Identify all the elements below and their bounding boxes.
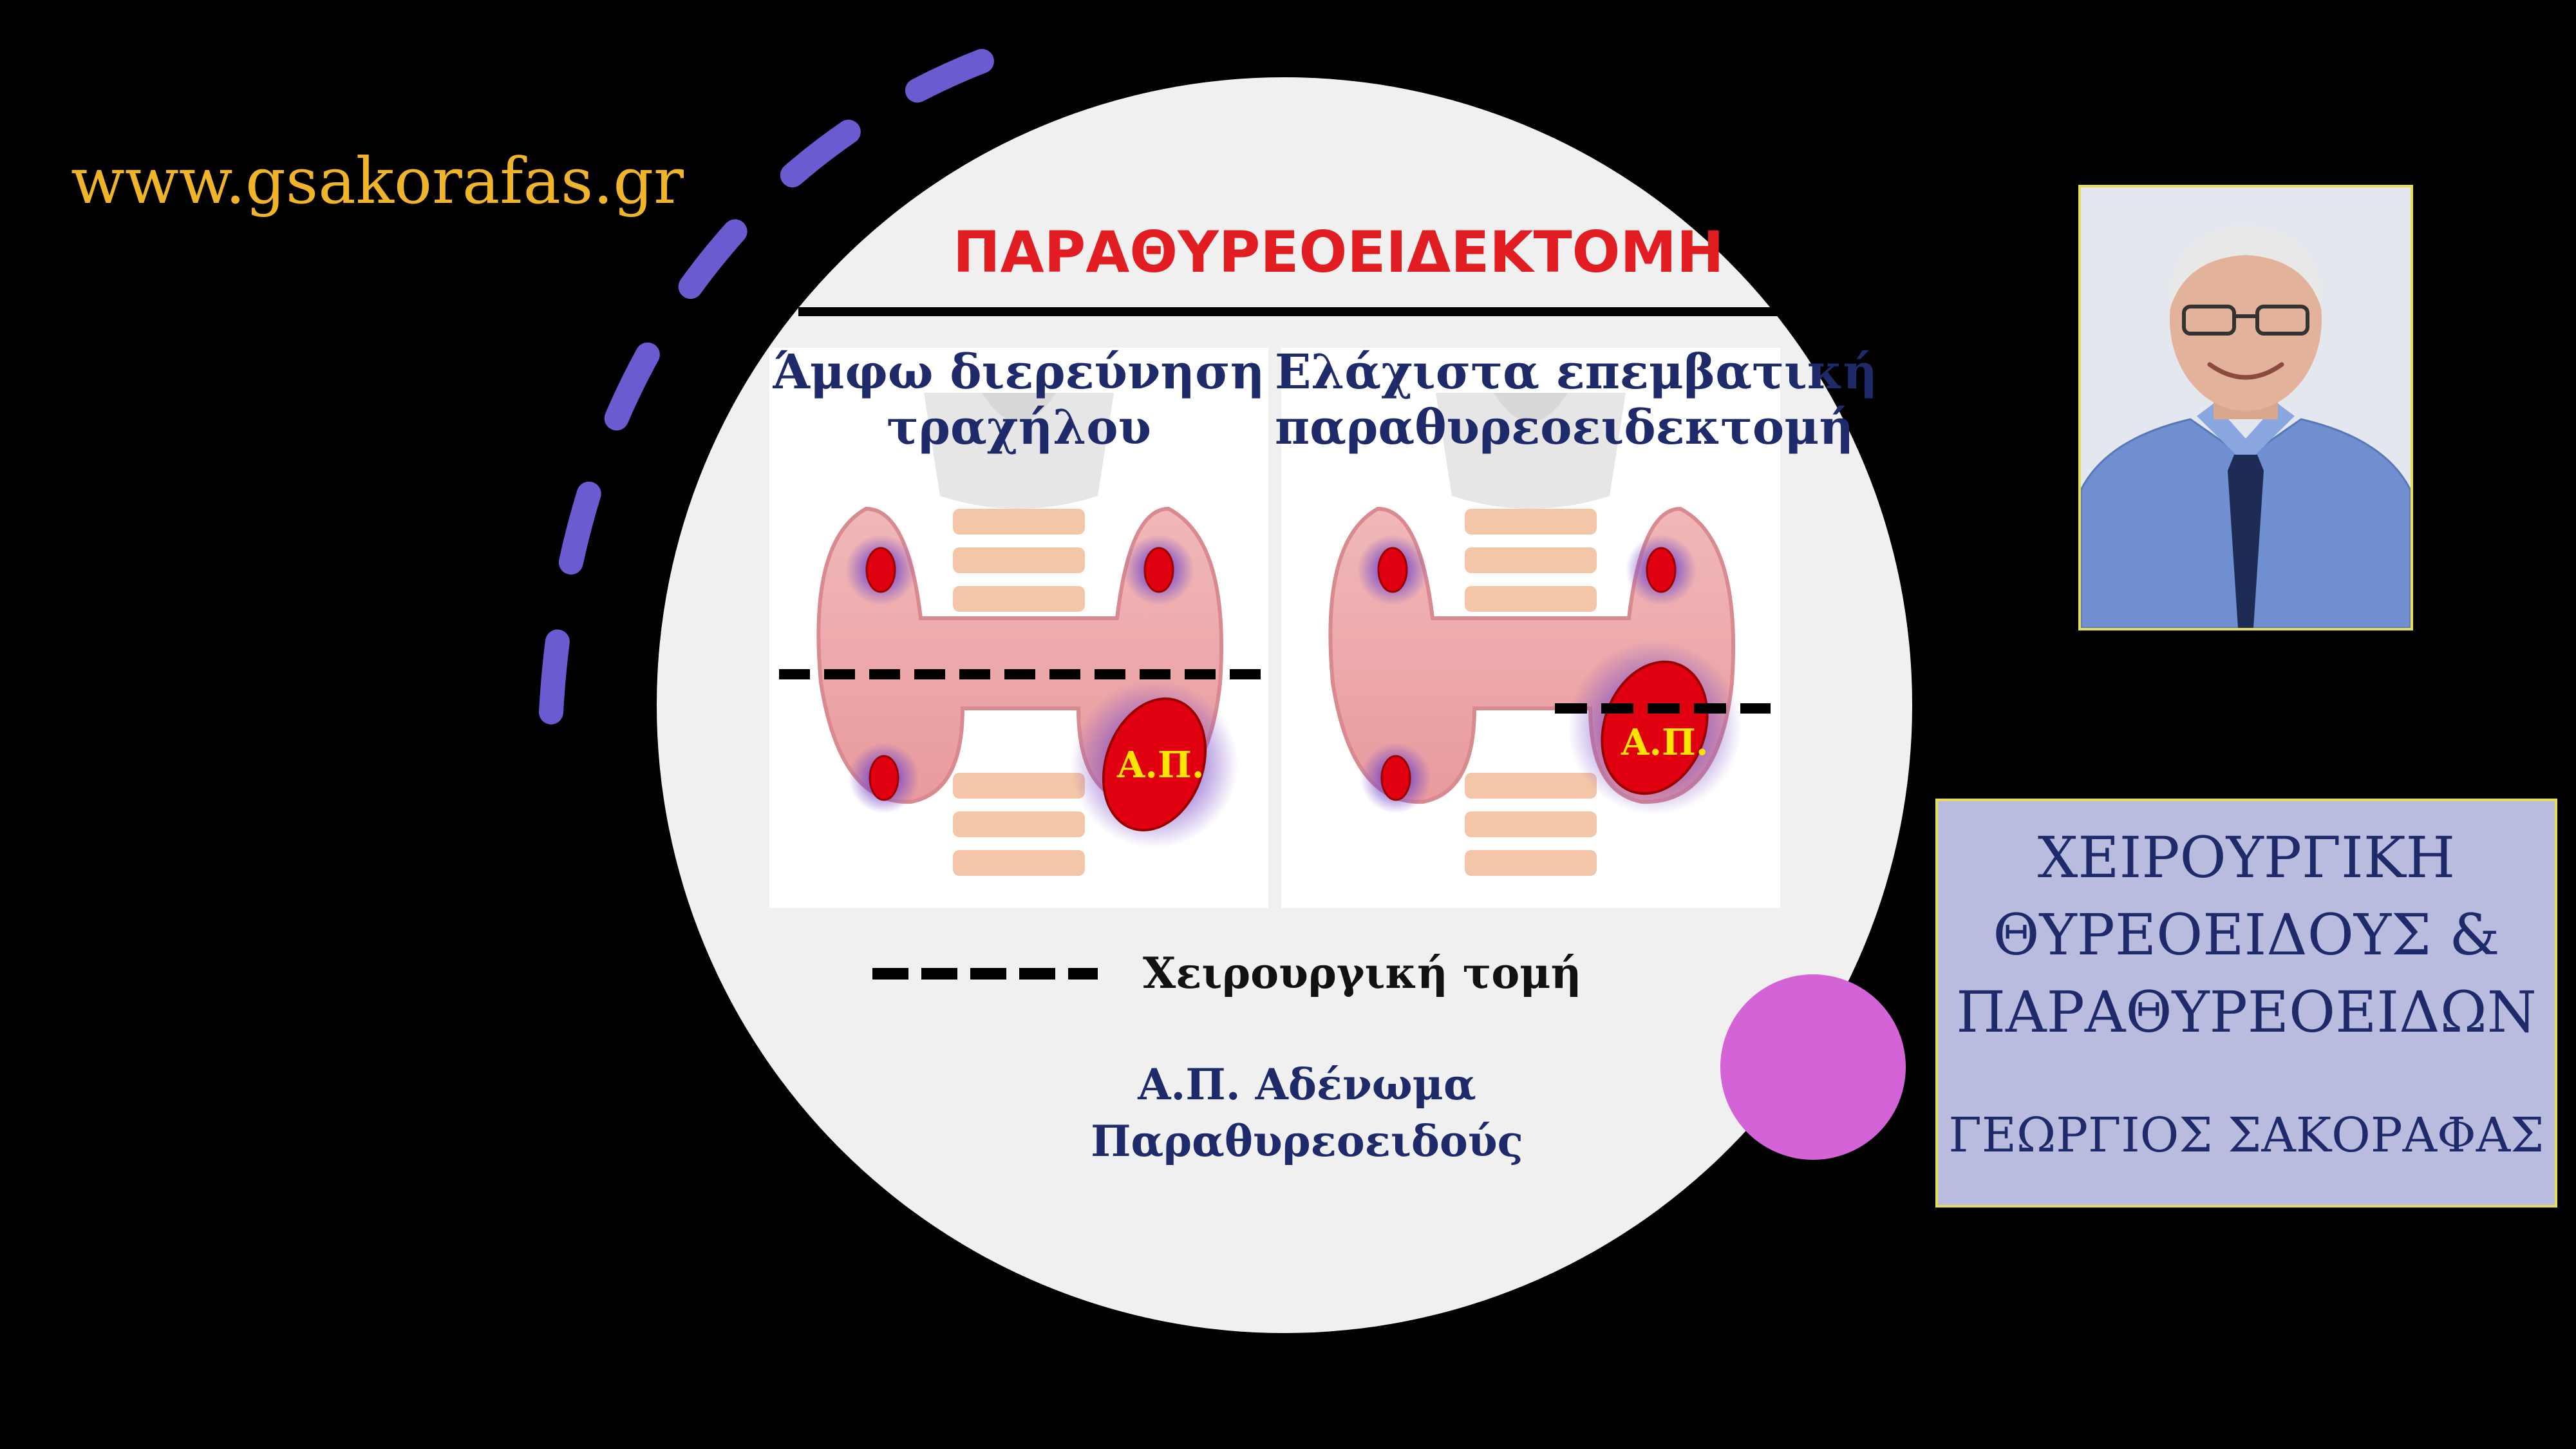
legend-dashed-line-icon xyxy=(872,968,1098,980)
adenoma-label-right: Α.Π. xyxy=(1621,721,1709,764)
heading-minimally-invasive: Ελάχιστα επεμβατική παραθυρεοειδεκτομή xyxy=(1275,345,1878,455)
thyroid-illustration-left xyxy=(734,348,1304,908)
legend-label: Χειρουργική τομή xyxy=(1143,948,1582,998)
author-photo xyxy=(2078,185,2413,630)
author-name: ΓΕΩΡΓΙΟΣ ΣΑΚΟΡΑΦΑΣ xyxy=(1948,1108,2544,1163)
course-title-line1: ΧΕΙΡΟΥΡΓΙΚΗ xyxy=(2037,824,2456,891)
heading-right-line1: Ελάχιστα επεμβατική xyxy=(1275,345,1878,400)
course-title-line3: ΠΑΡΑΘΥΡΕΟΕΙΔΩΝ xyxy=(1956,979,2537,1045)
course-info-box: ΧΕΙΡΟΥΡΓΙΚΗ ΘΥΡΕΟΕΙΔΟΥΣ & ΠΑΡΑΘΥΡΕΟΕΙΔΩΝ… xyxy=(1935,799,2557,1208)
course-title-line2: ΘΥΡΕΟΕΙΔΟΥΣ & xyxy=(1993,902,2500,968)
adenoma-label-left: Α.Π. xyxy=(1117,744,1205,786)
heading-bilateral-exploration: Άμφω διερεύνηση τραχήλου xyxy=(757,345,1281,455)
heading-right-line2: παραθυρεοειδεκτομή xyxy=(1275,400,1854,455)
diagram-title: ΠΑΡΑΘΥΡΕΟΕΙΔΕΚΤΟΜΗ xyxy=(953,219,1724,285)
definition-line2: Παραθυρεοειδούς xyxy=(1091,1116,1523,1166)
thyroid-gland-image xyxy=(734,393,1304,876)
heading-left-line1: Άμφω διερεύνηση xyxy=(773,345,1265,400)
course-title: ΧΕΙΡΟΥΡΓΙΚΗ ΘΥΡΕΟΕΙΔΟΥΣ & ΠΑΡΑΘΥΡΕΟΕΙΔΩΝ xyxy=(1938,819,2555,1051)
title-divider xyxy=(798,307,1777,316)
website-link[interactable]: www.gsakorafas.gr xyxy=(71,145,684,218)
definition-line1: Α.Π. Αδένωμα xyxy=(1138,1059,1476,1110)
thyroid-illustration-right xyxy=(1281,348,1780,908)
portrait-image xyxy=(2081,187,2411,628)
heading-left-line2: τραχήλου xyxy=(886,400,1151,455)
decorative-pink-dot xyxy=(1720,974,1906,1160)
abbreviation-definition: Α.Π. Αδένωμα Παραθυρεοειδούς xyxy=(992,1056,1622,1170)
thyroid-gland-image xyxy=(1328,393,1771,876)
